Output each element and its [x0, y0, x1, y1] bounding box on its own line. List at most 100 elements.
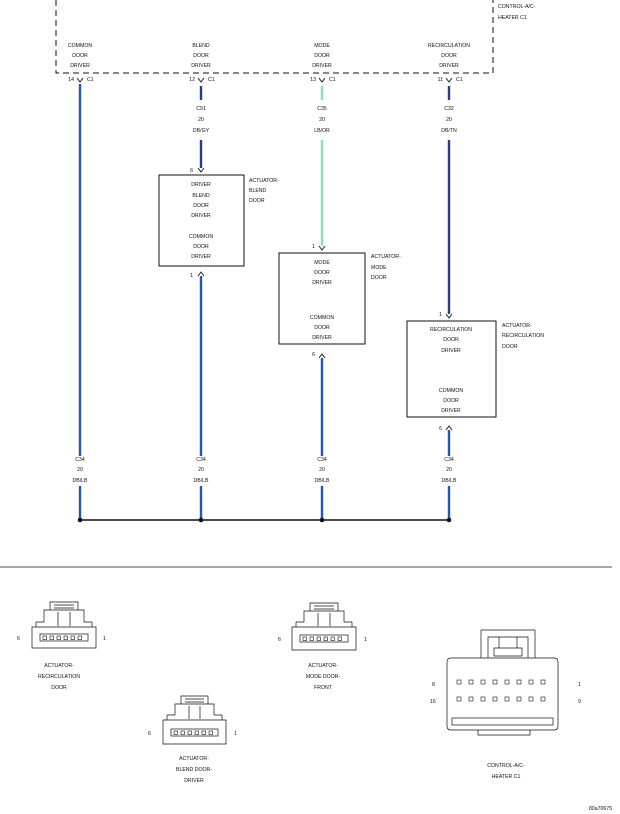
actuator-name-line: DOOR: [502, 344, 518, 350]
pin-number: 13: [310, 77, 316, 83]
wire-color: LB/OR: [314, 128, 330, 134]
connector-base-rail: [451, 717, 554, 726]
connector-shroud: [35, 621, 93, 627]
connector-lower-lip: [477, 730, 531, 736]
actuator-name-line: DOOR: [249, 198, 265, 204]
wire-gauge: 20: [446, 117, 452, 123]
actuator-out-pin: 6: [312, 352, 315, 358]
bottom-wire-labels: C34 20 DB/LB C34 20 DB/LB C34 20 DB/LB C…: [73, 457, 458, 484]
splice-dot: [77, 517, 83, 523]
terminal-chevron: [197, 271, 205, 277]
wire-circuit: C34: [75, 457, 85, 463]
connector-pin-left: 6: [148, 731, 151, 737]
connector-terminals: [76, 77, 453, 431]
actuator-recirculation-door: 1 RECIRCULATION DOOR DRIVER COMMON DOOR …: [406, 312, 544, 432]
control-module: CONTROL-A/C- HEATER C1 COMMON DOOR DRIVE…: [55, 0, 536, 83]
pin-label-line: DOOR: [193, 53, 209, 59]
actuator-box: [278, 252, 366, 345]
module-pin-blend: BLEND DOOR DRIVER: [191, 43, 211, 69]
actuator-name-line: RECIRCULATION: [502, 333, 544, 339]
connector-pin-top-left: 8: [432, 682, 435, 688]
connector-name-line: RECIRCULATION: [38, 674, 80, 680]
connector-cavity-row: [39, 633, 89, 642]
pin-label-line: MODE: [314, 43, 330, 49]
connector-cavities: [302, 636, 342, 641]
control-module-outline: [55, 0, 494, 74]
connector-pin-right: 1: [103, 636, 106, 642]
pin-label-line: DOOR: [72, 53, 88, 59]
actuator-name-line: BLEND: [249, 188, 267, 194]
splice-dot: [446, 517, 452, 523]
connector-shroud: [295, 621, 353, 627]
actuator-line: DRIVER: [441, 348, 461, 354]
actuator-mode-door: 1 MODE DOOR DRIVER COMMON DOOR DRIVER 6 …: [278, 244, 401, 358]
pin-label-line: RECIRCULATION: [428, 43, 470, 49]
connector-pin-left: 6: [17, 636, 20, 642]
actuator-line: DOOR: [193, 203, 209, 209]
connector-latch-housing: [174, 703, 215, 715]
module-pin-common: COMMON DOOR DRIVER: [68, 43, 92, 69]
pin-number: 11: [438, 77, 443, 83]
connector-name-line: BLEND DOOR-: [176, 767, 212, 773]
actuator-name-line: ACTUATOR-: [249, 178, 279, 184]
pin-label-line: DRIVER: [191, 63, 211, 69]
wire-color: DB/LB: [442, 478, 458, 484]
actuator-in-pin: 6: [190, 168, 193, 174]
pin-label-line: DOOR: [441, 53, 457, 59]
connector-cavities: [42, 635, 82, 640]
connector-view-blend-door: 6 1 ACTUATOR- BLEND DOOR- DRIVER: [148, 695, 237, 784]
pin-label-line: DRIVER: [439, 63, 459, 69]
connector-body: [31, 626, 97, 649]
wire-gauge: 20: [198, 467, 204, 473]
pin-label-line: DRIVER: [70, 63, 90, 69]
connector-body: [162, 719, 227, 745]
wire-gauge: 20: [446, 467, 452, 473]
terminal-chevron: [445, 313, 453, 319]
actuator-line: DOOR: [443, 398, 459, 404]
splice-dot: [198, 517, 204, 523]
connector-id: C1: [329, 77, 336, 83]
wire-color: DB/LB: [194, 478, 210, 484]
actuator-out-pin: 1: [190, 273, 193, 279]
connector-name-line: HEATER C1: [492, 774, 521, 780]
actuator-blend-door: 6 DRIVER BLEND DOOR DRIVER COMMON DOOR D…: [158, 168, 279, 279]
connector-latch-tab: [493, 647, 523, 657]
connector-name-line: CONTROL-A/C-: [487, 763, 525, 769]
connector-latch: [309, 602, 339, 611]
terminal-chevron: [318, 353, 326, 359]
actuator-line: MODE: [314, 260, 330, 266]
actuator-line: DRIVER: [191, 213, 211, 219]
control-module-name-1: CONTROL-A/C-: [498, 4, 536, 10]
connector-latch-ribs: [185, 698, 204, 703]
control-module-name-2: HEATER C1: [498, 15, 527, 21]
connector-body: [291, 626, 357, 651]
actuator-line: DRIVER: [312, 335, 332, 341]
connector-name-line: ACTUATOR-: [179, 756, 209, 762]
terminal-chevron: [445, 425, 453, 431]
wire-circuit: C32: [444, 106, 454, 112]
wire-color: DB/LB: [73, 478, 89, 484]
terminal-chevron: [318, 77, 326, 83]
actuator-in-pin: 1: [312, 244, 315, 250]
wire-color: DB/LB: [315, 478, 331, 484]
connector-id: C1: [456, 77, 463, 83]
connector-view-mode-door: 6 1 ACTUATOR- MODE DOOR- FRONT: [278, 602, 367, 691]
connector-name-line: FRONT: [314, 685, 333, 691]
wire-color: DB/GY: [193, 128, 210, 134]
terminal-chevron: [197, 77, 205, 83]
connector-latch-ribs: [314, 605, 334, 610]
actuator-line: BLEND: [192, 193, 210, 199]
terminal-chevron: [76, 77, 84, 83]
connector-name-line: DRIVER: [184, 778, 204, 784]
connector-pin-top-right: 1: [578, 682, 581, 688]
pin-number: 12: [189, 77, 195, 83]
actuator-name-line: MODE: [371, 265, 387, 271]
splice-dot: [319, 517, 325, 523]
actuator-box: [158, 174, 245, 267]
wire-gauge: 20: [319, 467, 325, 473]
connector-cavity-row: [299, 634, 349, 643]
actuator-line: RECIRCULATION: [430, 327, 472, 333]
connector-latch-inner: [487, 636, 529, 658]
connector-pin-left: 6: [278, 637, 281, 643]
